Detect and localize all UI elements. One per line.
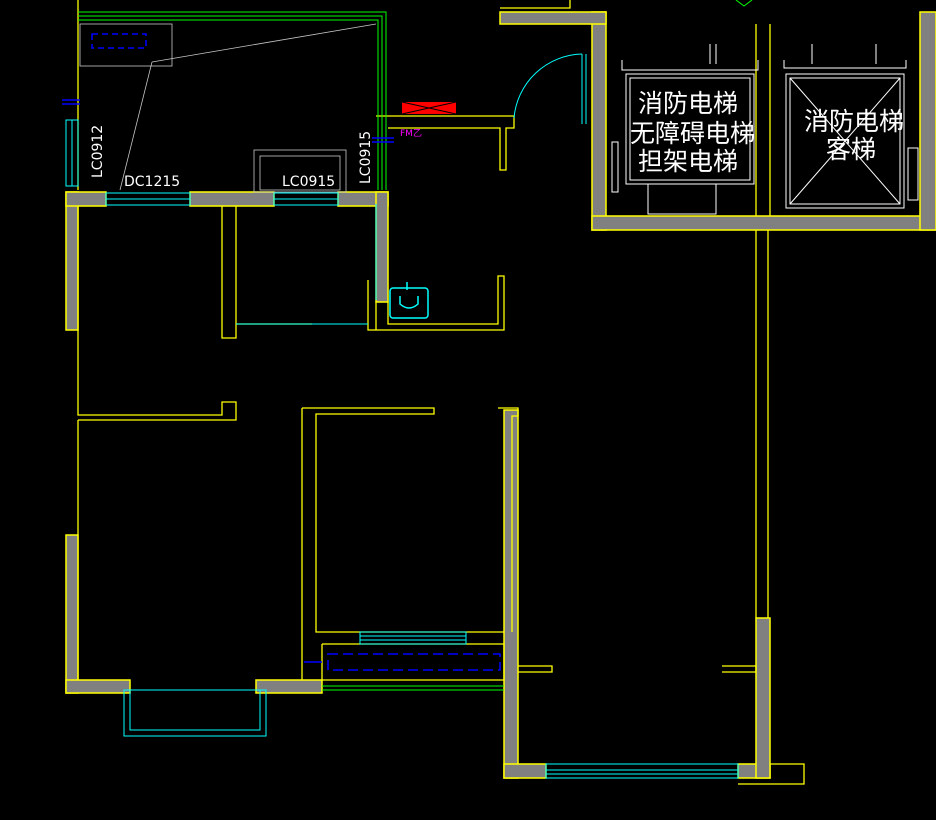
window-bay-bottom <box>123 689 267 737</box>
wall-top-mid <box>189 191 275 207</box>
wall-right-column <box>375 191 389 303</box>
elevator-wall-left <box>591 11 607 231</box>
partition-ledge-right <box>722 665 757 673</box>
elevator-right-line1: 消防电梯 <box>804 107 904 136</box>
ac-unit-icon <box>327 653 501 671</box>
partition-bath-box <box>375 275 505 331</box>
elevator-left-line1: 消防电梯 <box>638 89 738 118</box>
partition-room2 <box>221 206 237 339</box>
label-window-lc0915-side: LC0915 <box>358 131 374 184</box>
elevator-left-line2: 无障碍电梯 <box>630 119 755 148</box>
wall-bottom-right-col <box>503 409 519 779</box>
partition-kitchen-top <box>376 115 515 171</box>
labels: LC0912 DC1215 LC0915 LC0915 FM乙 消防电梯 无障碍… <box>90 89 904 190</box>
wall-left-upper <box>65 191 79 331</box>
window-balcony <box>359 631 467 645</box>
wall-bottom-right-a <box>503 763 547 779</box>
partition-room3 <box>302 407 504 633</box>
wall-left-lower <box>65 534 79 694</box>
elevator-left-line3: 担架电梯 <box>638 147 738 176</box>
label-fire-door: FM乙 <box>400 128 422 139</box>
doors <box>513 53 587 124</box>
top-room-lines <box>79 23 377 193</box>
fire-door-symbol <box>401 101 457 115</box>
label-door-dc1215: DC1215 <box>124 174 180 190</box>
windows <box>65 119 739 779</box>
label-window-lc0912: LC0912 <box>90 125 106 178</box>
wall-left-cap <box>65 191 107 207</box>
ac-unit-icon <box>91 33 147 49</box>
elevator-left <box>611 44 759 215</box>
partition-ledge-left <box>518 665 553 673</box>
door-swing-entry <box>513 53 583 119</box>
partition-balcony <box>321 643 505 681</box>
elevator-wall-right <box>919 11 936 231</box>
partition-left-bath <box>367 280 376 331</box>
label-window-lc0915-bottom: LC0915 <box>282 174 335 190</box>
partition-room1 <box>77 206 237 421</box>
partition-stub-right <box>738 763 805 785</box>
ac-units <box>62 33 501 671</box>
elevator-wall-bottom <box>591 215 936 231</box>
top-rails <box>78 11 387 190</box>
window-bottom-right <box>545 763 739 779</box>
elevator-right <box>783 44 919 209</box>
partition-room3-right <box>498 407 519 632</box>
elevator-wall-top-left <box>499 11 607 25</box>
sink-icon <box>389 282 429 319</box>
wall-right-col <box>755 617 771 779</box>
elevator-right-line2: 客梯 <box>826 135 876 164</box>
partition-top-stub <box>500 0 571 9</box>
north-marker <box>735 0 753 7</box>
wall-bottom-left-a <box>65 679 131 694</box>
